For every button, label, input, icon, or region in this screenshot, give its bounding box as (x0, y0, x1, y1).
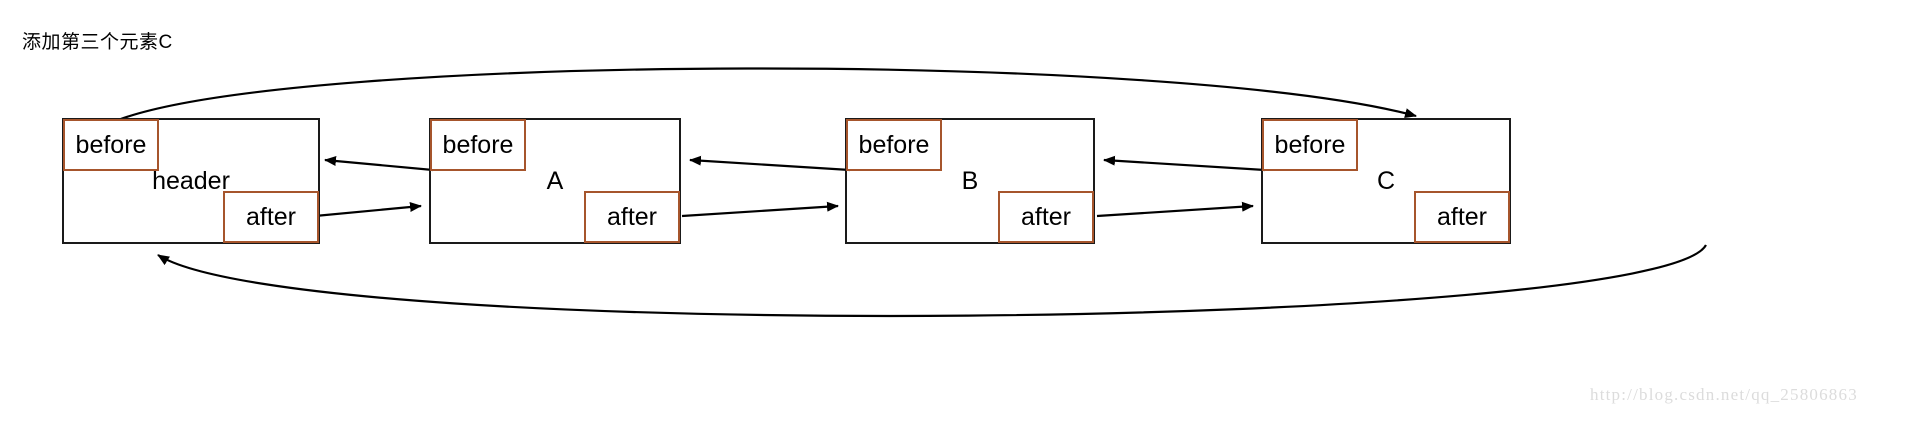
node-c-before-pointer[interactable]: before (1262, 119, 1358, 171)
edge-b-after-to-c (1096, 201, 1254, 218)
node-c-after-pointer[interactable]: after (1414, 191, 1510, 243)
node-b[interactable]: before B after (845, 118, 1095, 244)
edge-header-after-to-a (314, 202, 422, 218)
node-a-label: A (546, 167, 564, 195)
edge-header-before-to-c (117, 67, 1417, 122)
node-a[interactable]: before A after (429, 118, 681, 244)
watermark: http://blog.csdn.net/qq_25806863 (1590, 385, 1858, 404)
node-header-before-pointer[interactable]: before (63, 119, 159, 171)
edge-c-after-to-header (157, 244, 1707, 318)
node-header-label: header (152, 167, 230, 195)
edge-b-before-to-a (689, 155, 851, 172)
node-a-before-pointer[interactable]: before (430, 119, 526, 171)
node-header-after-pointer[interactable]: after (223, 191, 319, 243)
edge-c-before-to-b (1103, 155, 1266, 172)
edge-a-after-to-b (681, 201, 839, 218)
node-c[interactable]: before C after (1261, 118, 1511, 244)
page-title: 添加第三个元素C (22, 32, 173, 53)
node-b-before-pointer[interactable]: before (846, 119, 942, 171)
edge-a-before-to-header (324, 156, 434, 172)
node-c-label: C (1376, 167, 1396, 195)
node-b-label: B (961, 167, 979, 195)
node-header[interactable]: before header after (62, 118, 320, 244)
node-b-after-pointer[interactable]: after (998, 191, 1094, 243)
node-a-after-pointer[interactable]: after (584, 191, 680, 243)
